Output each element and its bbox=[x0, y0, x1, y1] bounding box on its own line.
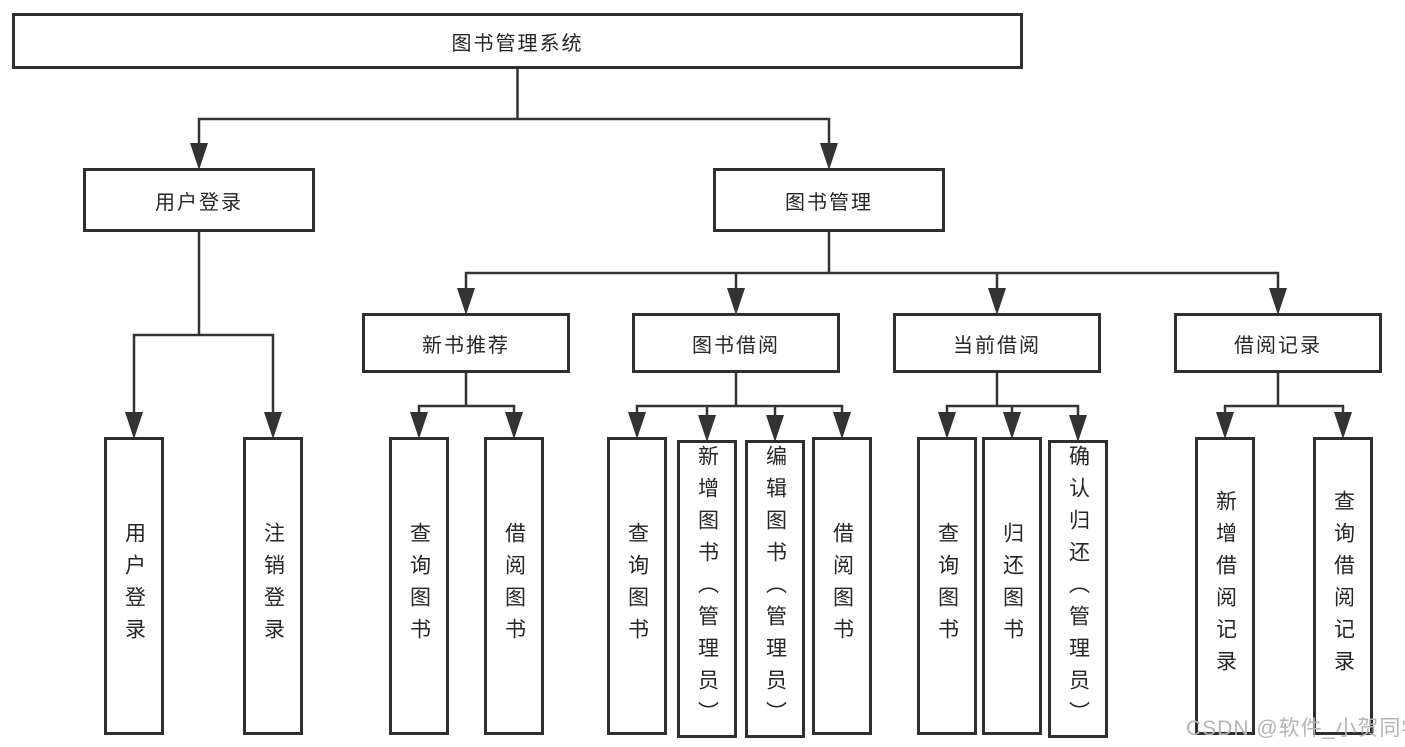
node-query-books: 查询图书 bbox=[389, 437, 449, 735]
node-query-borrow-record: 查询借阅记录 bbox=[1313, 437, 1373, 735]
connector-path bbox=[1223, 369, 1345, 417]
arrowhead-icon bbox=[125, 412, 143, 439]
arrowhead-icon bbox=[457, 288, 475, 315]
arrowhead-icon bbox=[1269, 288, 1287, 315]
connector-path bbox=[945, 369, 1080, 420]
node-label: 新增借阅记录 bbox=[1213, 490, 1237, 682]
node-label: 新书推荐 bbox=[422, 334, 510, 357]
connector-path bbox=[464, 228, 1280, 293]
node-label: 新增图书（管理员） bbox=[695, 445, 719, 733]
arrowhead-icon bbox=[505, 412, 523, 439]
arrowhead-icon bbox=[628, 412, 646, 439]
node-label: 借阅图书 bbox=[502, 522, 526, 650]
connector-path bbox=[132, 228, 275, 417]
node-borrow-books: 借阅图书 bbox=[484, 437, 544, 735]
node-label: 借阅图书 bbox=[830, 522, 854, 650]
arrowhead-icon bbox=[988, 288, 1006, 315]
arrowhead-icon bbox=[1003, 412, 1021, 439]
node-label: 用户登录 bbox=[155, 191, 243, 214]
node-label: 图书管理系统 bbox=[451, 32, 584, 55]
node-label: 图书管理 bbox=[785, 191, 873, 214]
node-borrowing-records: 借阅记录 bbox=[1174, 313, 1382, 373]
connector-path bbox=[417, 369, 516, 417]
node-user-login: 用户登录 bbox=[83, 168, 315, 232]
node-label: 查询借阅记录 bbox=[1331, 490, 1355, 682]
node-label: 图书借阅 bbox=[692, 334, 780, 357]
node-add-borrow-record: 新增借阅记录 bbox=[1195, 437, 1255, 735]
node-return-books: 归还图书 bbox=[982, 437, 1042, 735]
node-label: 注销登录 bbox=[261, 522, 285, 650]
node-label: 编辑图书（管理员） bbox=[763, 445, 787, 733]
arrowhead-icon bbox=[264, 412, 282, 439]
node-user-login-action: 用户登录 bbox=[104, 437, 164, 735]
node-add-books-admin: 新增图书（管理员） bbox=[677, 440, 737, 738]
node-edit-books-admin: 编辑图书（管理员） bbox=[745, 440, 805, 738]
connector-path bbox=[197, 65, 831, 148]
arrowhead-icon bbox=[1069, 415, 1087, 442]
node-current-borrowing: 当前借阅 bbox=[893, 313, 1101, 373]
node-label: 查询图书 bbox=[625, 522, 649, 650]
arrowhead-icon bbox=[833, 412, 851, 439]
node-label: 查询图书 bbox=[935, 522, 959, 650]
node-confirm-return-admin: 确认归还（管理员） bbox=[1048, 440, 1108, 738]
arrowhead-icon bbox=[938, 412, 956, 439]
node-borrow-books-borrowing: 借阅图书 bbox=[812, 437, 872, 735]
node-label: 当前借阅 bbox=[953, 334, 1041, 357]
watermark: CSDN @软件_小贺同学 bbox=[1186, 717, 1405, 740]
node-query-books-borrowing: 查询图书 bbox=[607, 437, 667, 735]
connector-path bbox=[635, 369, 844, 420]
node-book-management: 图书管理 bbox=[713, 168, 945, 232]
arrowhead-icon bbox=[766, 415, 784, 442]
arrowhead-icon bbox=[1334, 412, 1352, 439]
arrowhead-icon bbox=[1216, 412, 1234, 439]
arrowhead-icon bbox=[410, 412, 428, 439]
arrowhead-icon bbox=[698, 415, 716, 442]
arrowhead-icon bbox=[190, 143, 208, 170]
node-new-book-recommendation: 新书推荐 bbox=[362, 313, 570, 373]
node-label: 查询图书 bbox=[407, 522, 431, 650]
node-library-management-system: 图书管理系统 bbox=[12, 13, 1023, 69]
node-label: 用户登录 bbox=[122, 522, 146, 650]
node-label: 借阅记录 bbox=[1234, 334, 1322, 357]
node-query-books-current: 查询图书 bbox=[917, 437, 977, 735]
arrowhead-icon bbox=[727, 288, 745, 315]
node-book-borrowing: 图书借阅 bbox=[632, 313, 840, 373]
node-label: 确认归还（管理员） bbox=[1066, 445, 1090, 733]
node-logout-action: 注销登录 bbox=[243, 437, 303, 735]
node-label: 归还图书 bbox=[1000, 522, 1024, 650]
arrowhead-icon bbox=[820, 143, 838, 170]
